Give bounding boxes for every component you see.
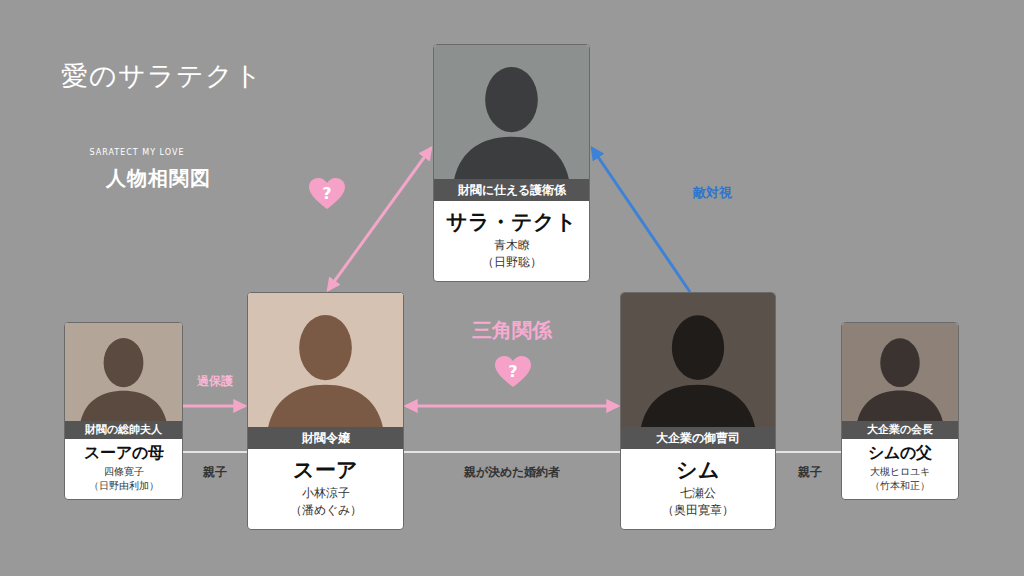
relation-connector bbox=[406, 405, 618, 408]
actor-name: 小林涼子 bbox=[252, 485, 399, 502]
relation-label: 親子 bbox=[203, 464, 227, 481]
relation-connector bbox=[183, 451, 247, 453]
voice-actor-name: （潘めぐみ） bbox=[252, 502, 399, 519]
portrait-shoulders bbox=[639, 385, 756, 427]
title-logo: 愛のサラテクト bbox=[60, 58, 264, 94]
portrait-head bbox=[299, 315, 352, 380]
portrait-silhouette bbox=[248, 293, 403, 427]
role-band: 財閥の総帥夫人 bbox=[65, 421, 182, 439]
voice-actor-name: （日野由利加） bbox=[69, 479, 178, 493]
character-name: シムの父 bbox=[846, 443, 954, 463]
character-card: 財閥に仕える護衛係サラ・テクト青木瞭（日野聡） bbox=[433, 44, 590, 282]
diagram-heading: 人物相関図 bbox=[106, 165, 211, 192]
voice-actor-name: （奥田寛章） bbox=[625, 502, 771, 519]
relation-connector bbox=[328, 148, 431, 290]
role-band: 大企業の御曹司 bbox=[621, 427, 775, 449]
actor-name: 四條寛子 bbox=[69, 465, 178, 479]
relation-label: 過保護 bbox=[197, 373, 233, 390]
portrait-shoulders bbox=[856, 391, 944, 421]
portrait-photo bbox=[434, 45, 589, 179]
actor-name: 七瀬公 bbox=[625, 485, 771, 502]
portrait-head bbox=[485, 67, 538, 132]
heart-symbol bbox=[309, 178, 345, 209]
character-card: 大企業の会長シムの父大槻ヒロユキ（竹本和正） bbox=[841, 322, 959, 500]
character-card: 財閥の総帥夫人スーアの母四條寛子（日野由利加） bbox=[64, 322, 183, 500]
heart-mark: ? bbox=[508, 362, 517, 381]
heart-mark: ? bbox=[322, 184, 331, 203]
portrait-head bbox=[880, 338, 919, 387]
character-card: 大企業の御曹司シム七瀬公（奥田寛章） bbox=[620, 292, 776, 530]
card-body: シムの父大槻ヒロユキ（竹本和正） bbox=[842, 439, 958, 499]
portrait-photo bbox=[842, 323, 958, 421]
relation-connector bbox=[776, 451, 841, 453]
portrait-photo bbox=[621, 293, 775, 427]
card-body: シム七瀬公（奥田寛章） bbox=[621, 449, 775, 529]
character-name: スーア bbox=[252, 457, 399, 483]
relation-connector bbox=[183, 405, 245, 408]
actor-name: 大槻ヒロユキ bbox=[846, 465, 954, 479]
portrait-silhouette bbox=[842, 323, 958, 421]
role-band: 大企業の会長 bbox=[842, 421, 958, 439]
voice-actor-name: （日野聡） bbox=[438, 254, 585, 271]
role-band: 財閥令嬢 bbox=[248, 427, 403, 449]
character-name: サラ・テクト bbox=[438, 209, 585, 235]
portrait-head bbox=[104, 338, 144, 387]
portrait-silhouette bbox=[434, 45, 589, 179]
portrait-shoulders bbox=[79, 391, 168, 421]
character-card: 財閥令嬢スーア小林涼子（潘めぐみ） bbox=[247, 292, 404, 530]
subtitle: SARATECT MY LOVE bbox=[90, 148, 185, 157]
character-name: スーアの母 bbox=[69, 443, 178, 463]
card-body: スーア小林涼子（潘めぐみ） bbox=[248, 449, 403, 529]
portrait-photo bbox=[248, 293, 403, 427]
character-name: シム bbox=[625, 457, 771, 483]
relation-label: 親子 bbox=[798, 464, 822, 481]
heart-symbol bbox=[495, 356, 531, 387]
portrait-shoulders bbox=[267, 385, 385, 427]
relation-label: 親が決めた婚約者 bbox=[464, 464, 560, 481]
portrait-head bbox=[672, 315, 724, 380]
relation-connector bbox=[404, 451, 620, 453]
actor-name: 青木瞭 bbox=[438, 237, 585, 254]
card-body: スーアの母四條寛子（日野由利加） bbox=[65, 439, 182, 499]
card-body: サラ・テクト青木瞭（日野聡） bbox=[434, 201, 589, 281]
portrait-silhouette bbox=[65, 323, 182, 421]
portrait-shoulders bbox=[453, 137, 571, 179]
voice-actor-name: （竹本和正） bbox=[846, 479, 954, 493]
relation-label: 敵対視 bbox=[693, 184, 732, 202]
portrait-silhouette bbox=[621, 293, 775, 427]
relation-label: 三角関係 bbox=[472, 317, 552, 344]
role-band: 財閥に仕える護衛係 bbox=[434, 179, 589, 201]
relation-connector bbox=[592, 148, 690, 292]
portrait-photo bbox=[65, 323, 182, 421]
